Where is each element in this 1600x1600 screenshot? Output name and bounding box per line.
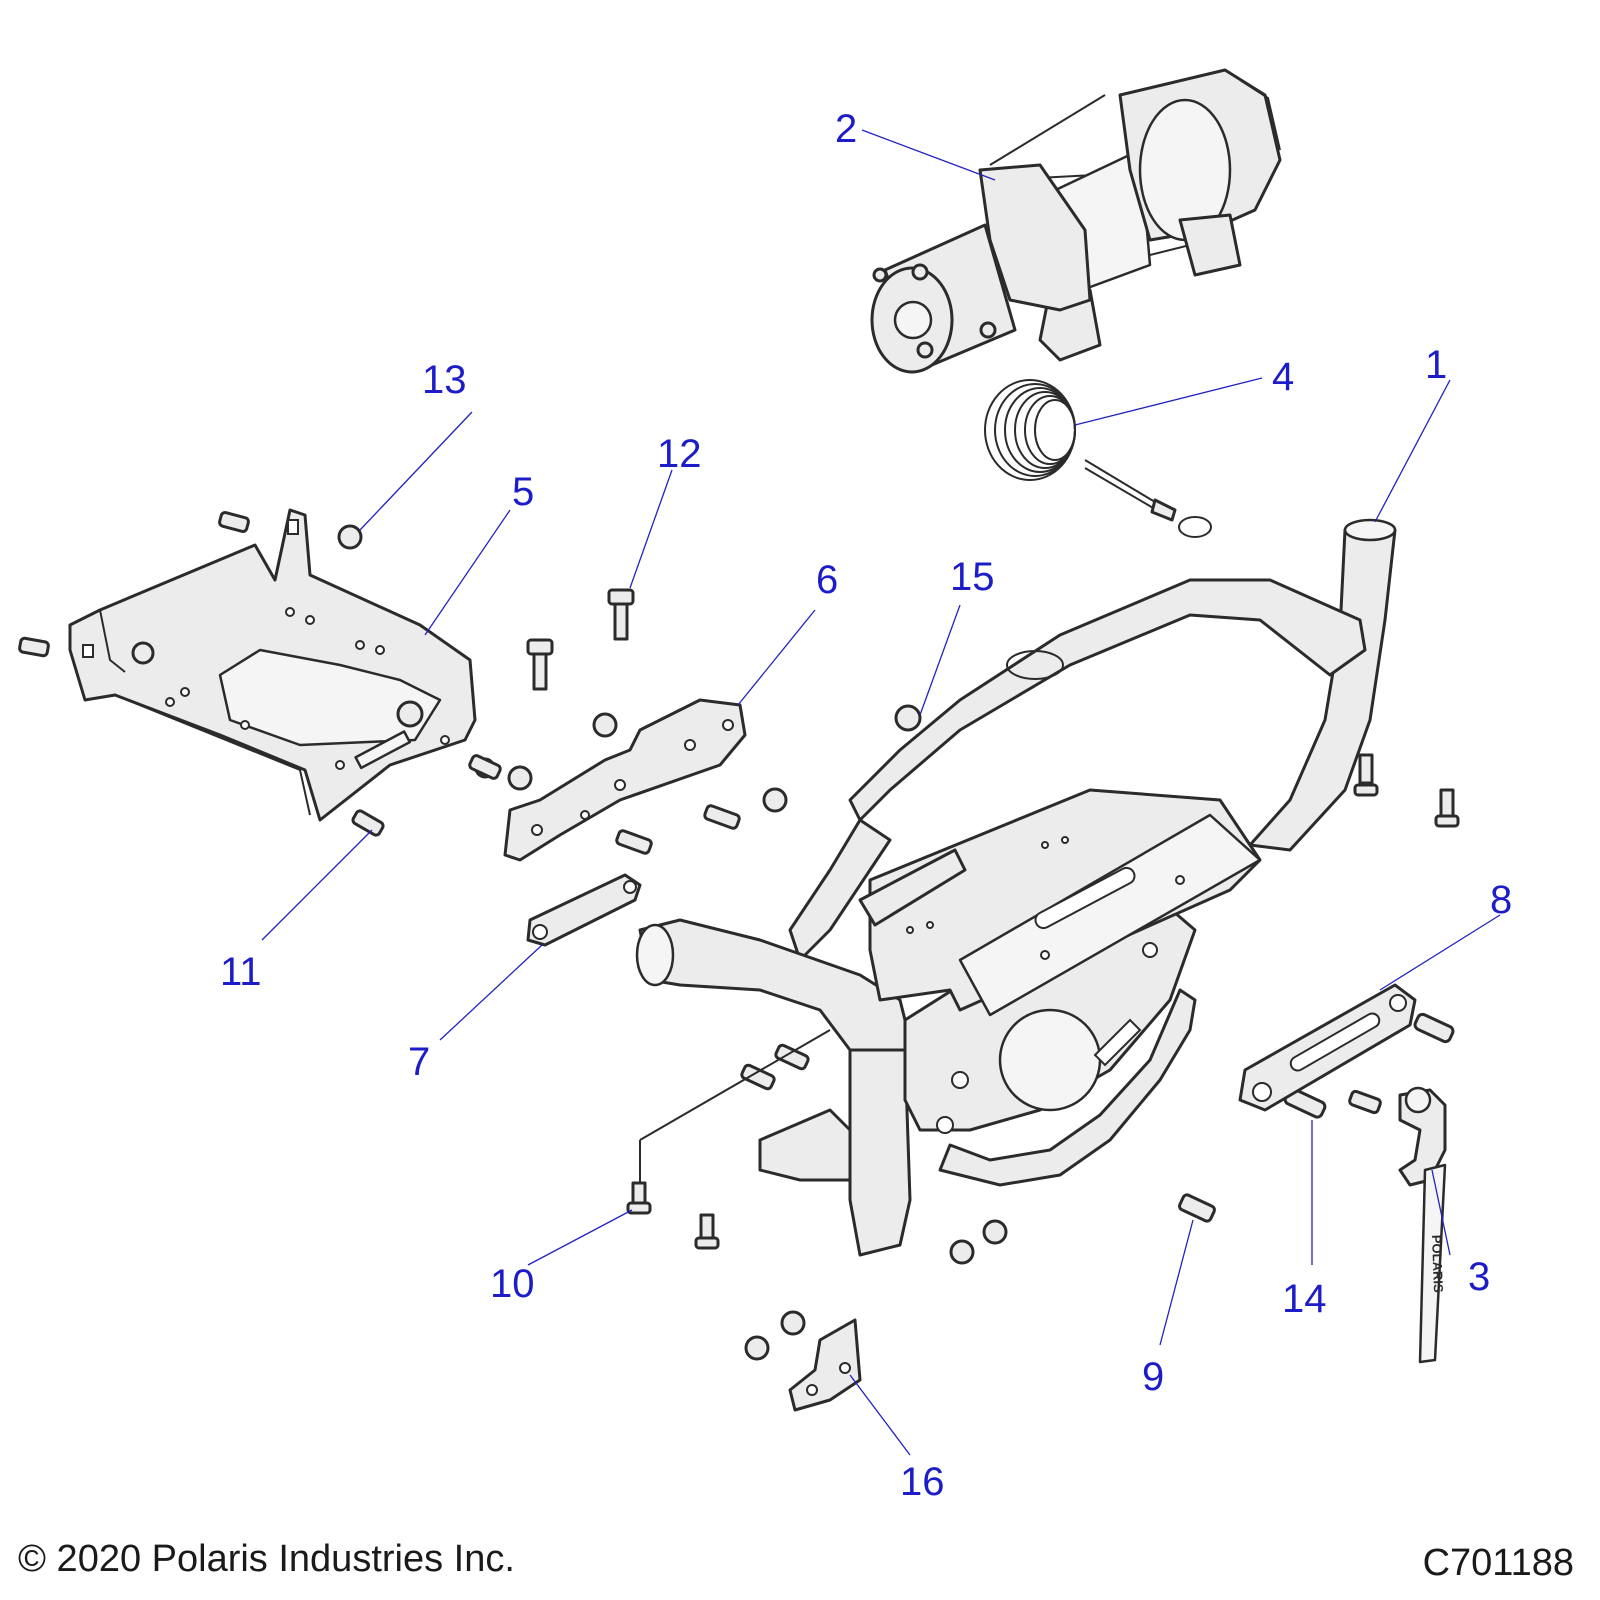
link-plate [526, 873, 642, 947]
callout-1: 1 [1425, 343, 1447, 387]
callout-14: 14 [1282, 1277, 1327, 1321]
hawse-fairlead [1238, 983, 1417, 1112]
callout-6: 6 [816, 558, 838, 602]
callout-12: 12 [657, 432, 702, 476]
callout-4: 4 [1272, 355, 1294, 399]
callout-8: 8 [1490, 878, 1512, 922]
callout-3: 3 [1468, 1255, 1490, 1299]
copyright-notice: © 2020 Polaris Industries Inc. [18, 1538, 515, 1580]
bumper-frame [635, 518, 1397, 1257]
bolts-12 [468, 588, 741, 855]
drawing-number: C701188 [1422, 1542, 1574, 1584]
strap-logo-text: POLARIS [1429, 1235, 1446, 1294]
callout-13: 13 [422, 358, 467, 402]
callout-10: 10 [490, 1262, 535, 1306]
callout-5: 5 [512, 470, 534, 514]
wire-rope-coil [984, 379, 1212, 538]
callout-numbers: 1 2 3 4 5 6 7 8 9 10 11 12 13 14 15 16 [220, 107, 1512, 1504]
callout-11: 11 [220, 950, 262, 994]
callout-15: 15 [950, 555, 995, 599]
callout-16: 16 [900, 1460, 945, 1504]
leader-lines [261, 129, 1501, 1456]
winch-hook: POLARIS [1398, 1086, 1447, 1364]
callout-2: 2 [835, 107, 857, 151]
callout-9: 9 [1142, 1355, 1164, 1399]
winch [870, 68, 1282, 374]
plate-hardware [18, 511, 496, 837]
winch-mount-plate [68, 508, 477, 822]
callout-7: 7 [408, 1040, 430, 1084]
fairlead-bracket [503, 698, 788, 862]
frame-hardware [626, 704, 1460, 1265]
small-bracket [744, 1310, 862, 1412]
